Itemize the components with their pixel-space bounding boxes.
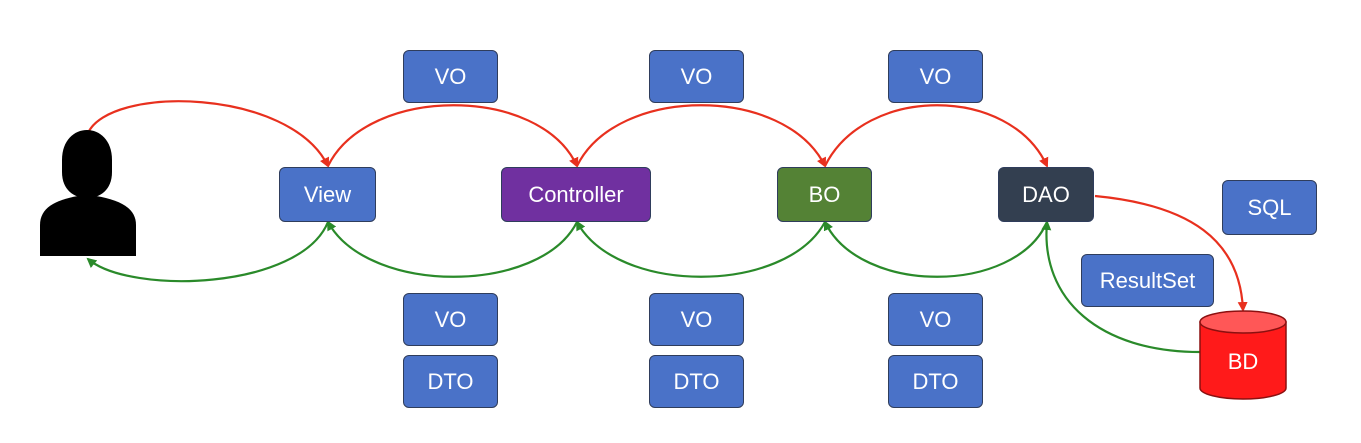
- arrow-view-to-user: [86, 221, 330, 283]
- resultset-box: ResultSet: [1081, 254, 1214, 307]
- bo-node: BO: [777, 167, 872, 222]
- bottom-vo-box: VO: [649, 293, 744, 346]
- bottom-dto-box: DTO: [403, 355, 498, 408]
- arrow-bo-to-dao: [824, 104, 1049, 168]
- user-silhouette-icon: [40, 130, 136, 256]
- top-vo-box: VO: [888, 50, 983, 103]
- arrow-bo-to-controller: [576, 220, 826, 278]
- top-vo-box: VO: [403, 50, 498, 103]
- bottom-vo-box: VO: [403, 293, 498, 346]
- top-vo-box: VO: [649, 50, 744, 103]
- sql-box: SQL: [1222, 180, 1317, 235]
- bd-label: BD: [1227, 349, 1259, 374]
- view-node: View: [279, 167, 376, 222]
- dao-node: DAO: [998, 167, 1094, 222]
- arrow-controller-to-view: [327, 220, 578, 278]
- arrow-dao-to-bd: [1094, 194, 1248, 312]
- bottom-dto-box: DTO: [649, 355, 744, 408]
- arrow-user-to-view: [87, 100, 329, 168]
- bottom-dto-box: DTO: [888, 355, 983, 408]
- arrow-bd-to-dao: [1041, 220, 1201, 354]
- arrow-view-to-controller: [327, 104, 579, 168]
- bottom-vo-box: VO: [888, 293, 983, 346]
- controller-node: Controller: [501, 167, 651, 222]
- arrow-dao-to-bo: [823, 220, 1049, 278]
- database-cylinder-icon: [1199, 310, 1287, 400]
- arrow-controller-to-bo: [576, 104, 826, 168]
